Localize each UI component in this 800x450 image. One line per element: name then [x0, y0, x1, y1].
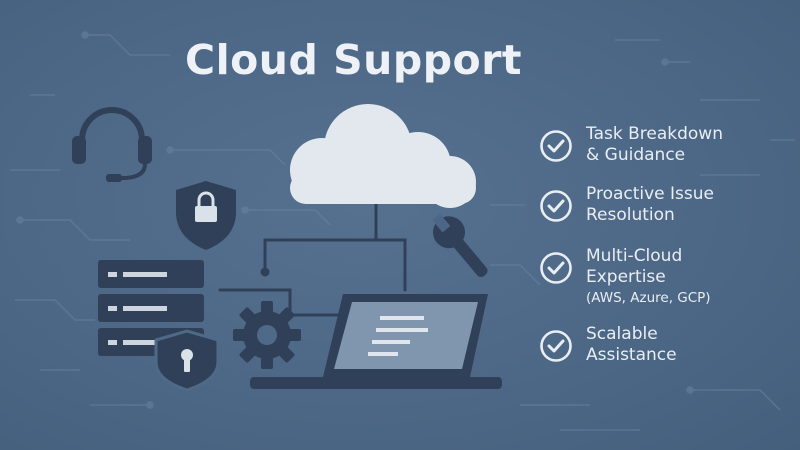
- headset-icon: [72, 107, 152, 182]
- feature-line: Multi-Cloud: [586, 246, 683, 266]
- feature-line: Scalable: [586, 324, 658, 344]
- check-circle-icon: [540, 130, 572, 162]
- feature-text: Proactive Issue Resolution: [586, 184, 714, 226]
- feature-line: Task Breakdown: [586, 124, 723, 144]
- feature-line: & Guidance: [586, 145, 686, 165]
- feature-text: Scalable Assistance: [586, 324, 677, 366]
- feature-item-multi-cloud: Multi-Cloud Expertise (AWS, Azure, GCP): [538, 246, 793, 306]
- wrench-icon: [432, 213, 488, 277]
- feature-subline: (AWS, Azure, GCP): [586, 290, 711, 306]
- feature-line: Resolution: [586, 205, 675, 225]
- feature-line: Proactive Issue: [586, 184, 715, 204]
- cloud-icon: [290, 104, 476, 208]
- feature-line: Assistance: [586, 345, 677, 365]
- feature-item-scalable: Scalable Assistance: [538, 324, 793, 384]
- shield-lock-icon: [176, 181, 236, 250]
- gear-icon: [233, 301, 301, 369]
- feature-item-task-breakdown: Task Breakdown & Guidance: [538, 124, 793, 184]
- circuit-traces: [10, 31, 795, 431]
- check-circle-icon: [540, 252, 572, 284]
- check-circle-icon: [540, 190, 572, 222]
- shield-keyhole-icon: [154, 329, 220, 392]
- feature-text: Multi-Cloud Expertise (AWS, Azure, GCP): [586, 246, 711, 309]
- laptop-icon: [250, 294, 502, 389]
- page-title: Cloud Support: [185, 36, 523, 84]
- feature-item-proactive-issue: Proactive Issue Resolution: [538, 184, 793, 244]
- check-circle-icon: [540, 330, 572, 362]
- feature-line: Expertise: [586, 267, 666, 287]
- network-connectors: [218, 198, 407, 317]
- feature-text: Task Breakdown & Guidance: [586, 124, 723, 166]
